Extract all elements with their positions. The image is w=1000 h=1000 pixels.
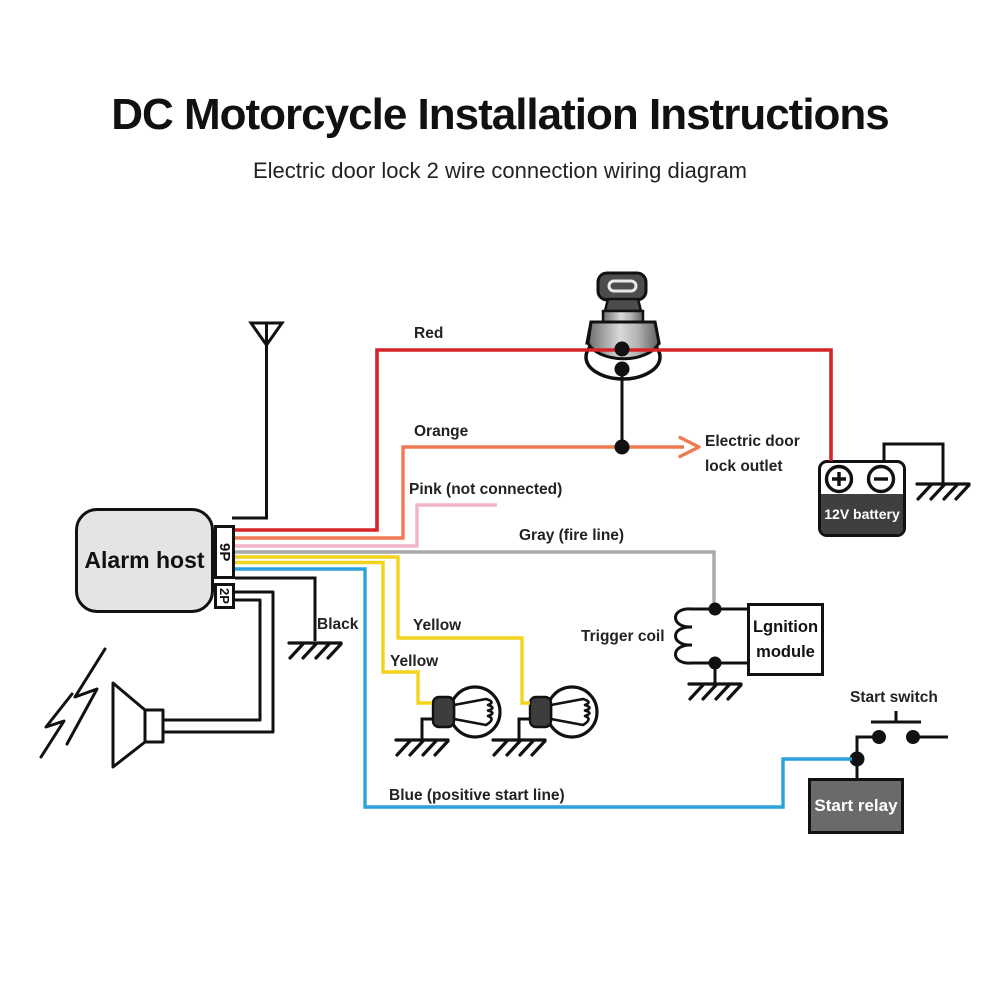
antenna-icon	[232, 321, 285, 520]
connector-9p: 9P	[214, 525, 235, 579]
alarm-host-box: Alarm host	[75, 508, 214, 613]
yellow-wire-right-bulb	[235, 555, 530, 705]
connector-2p: 2P	[214, 583, 235, 609]
bulb-icon	[396, 687, 500, 755]
start-relay-label: Start relay	[814, 796, 898, 815]
yellow-wire-label-lower: Yellow	[390, 653, 439, 670]
page-subtitle: Electric door lock 2 wire connection wir…	[253, 158, 747, 183]
door-lock-label-line1: Electric door	[705, 433, 800, 450]
horn-icon	[39, 590, 275, 769]
gray-wire-label: Gray (fire line)	[519, 527, 625, 544]
black-wire-label: Black	[317, 616, 359, 633]
bulb-icon	[493, 687, 597, 755]
orange-wire-label: Orange	[414, 423, 469, 440]
trigger-coil-icon	[674, 607, 747, 683]
yellow-wire-label-upper: Yellow	[413, 617, 462, 634]
start-switch-icon	[849, 711, 948, 778]
blue-wire-label: Blue (positive start line)	[389, 787, 565, 804]
ignition-module-label-line2: module	[756, 642, 815, 661]
connector-9p-label: 9P	[216, 542, 233, 562]
orange-arrow-icon	[678, 435, 701, 459]
gray-wire	[235, 550, 716, 606]
start-relay-box: Start relay	[808, 778, 904, 834]
page-title: DC Motorcycle Installation Instructions	[111, 90, 890, 139]
battery-label: 12V battery	[821, 494, 903, 534]
start-switch-label: Start switch	[850, 689, 938, 706]
ground-icon	[915, 482, 971, 501]
ignition-switch-icon	[584, 271, 662, 381]
ground-icon	[687, 682, 743, 701]
red-wire-label: Red	[414, 325, 444, 342]
pink-wire	[235, 503, 497, 548]
ignition-module-box: Lgnition module	[747, 603, 824, 676]
connector-2p-label: 2P	[217, 588, 232, 604]
door-lock-label-line2: lock outlet	[705, 458, 783, 475]
pink-wire-label: Pink (not connected)	[409, 481, 563, 498]
battery-box: 12V battery	[818, 460, 906, 537]
sound-wave-icon	[65, 647, 107, 746]
black-ground-wire	[235, 576, 317, 641]
junction-dots	[614, 341, 722, 670]
door-lock-label: Electric door lock outlet	[705, 429, 800, 479]
sound-wave-icon	[39, 692, 74, 759]
trigger-coil-label: Trigger coil	[581, 628, 665, 645]
ignition-module-label-line1: Lgnition	[752, 617, 819, 636]
alarm-host-label: Alarm host	[84, 547, 205, 573]
ground-icon	[287, 641, 343, 660]
